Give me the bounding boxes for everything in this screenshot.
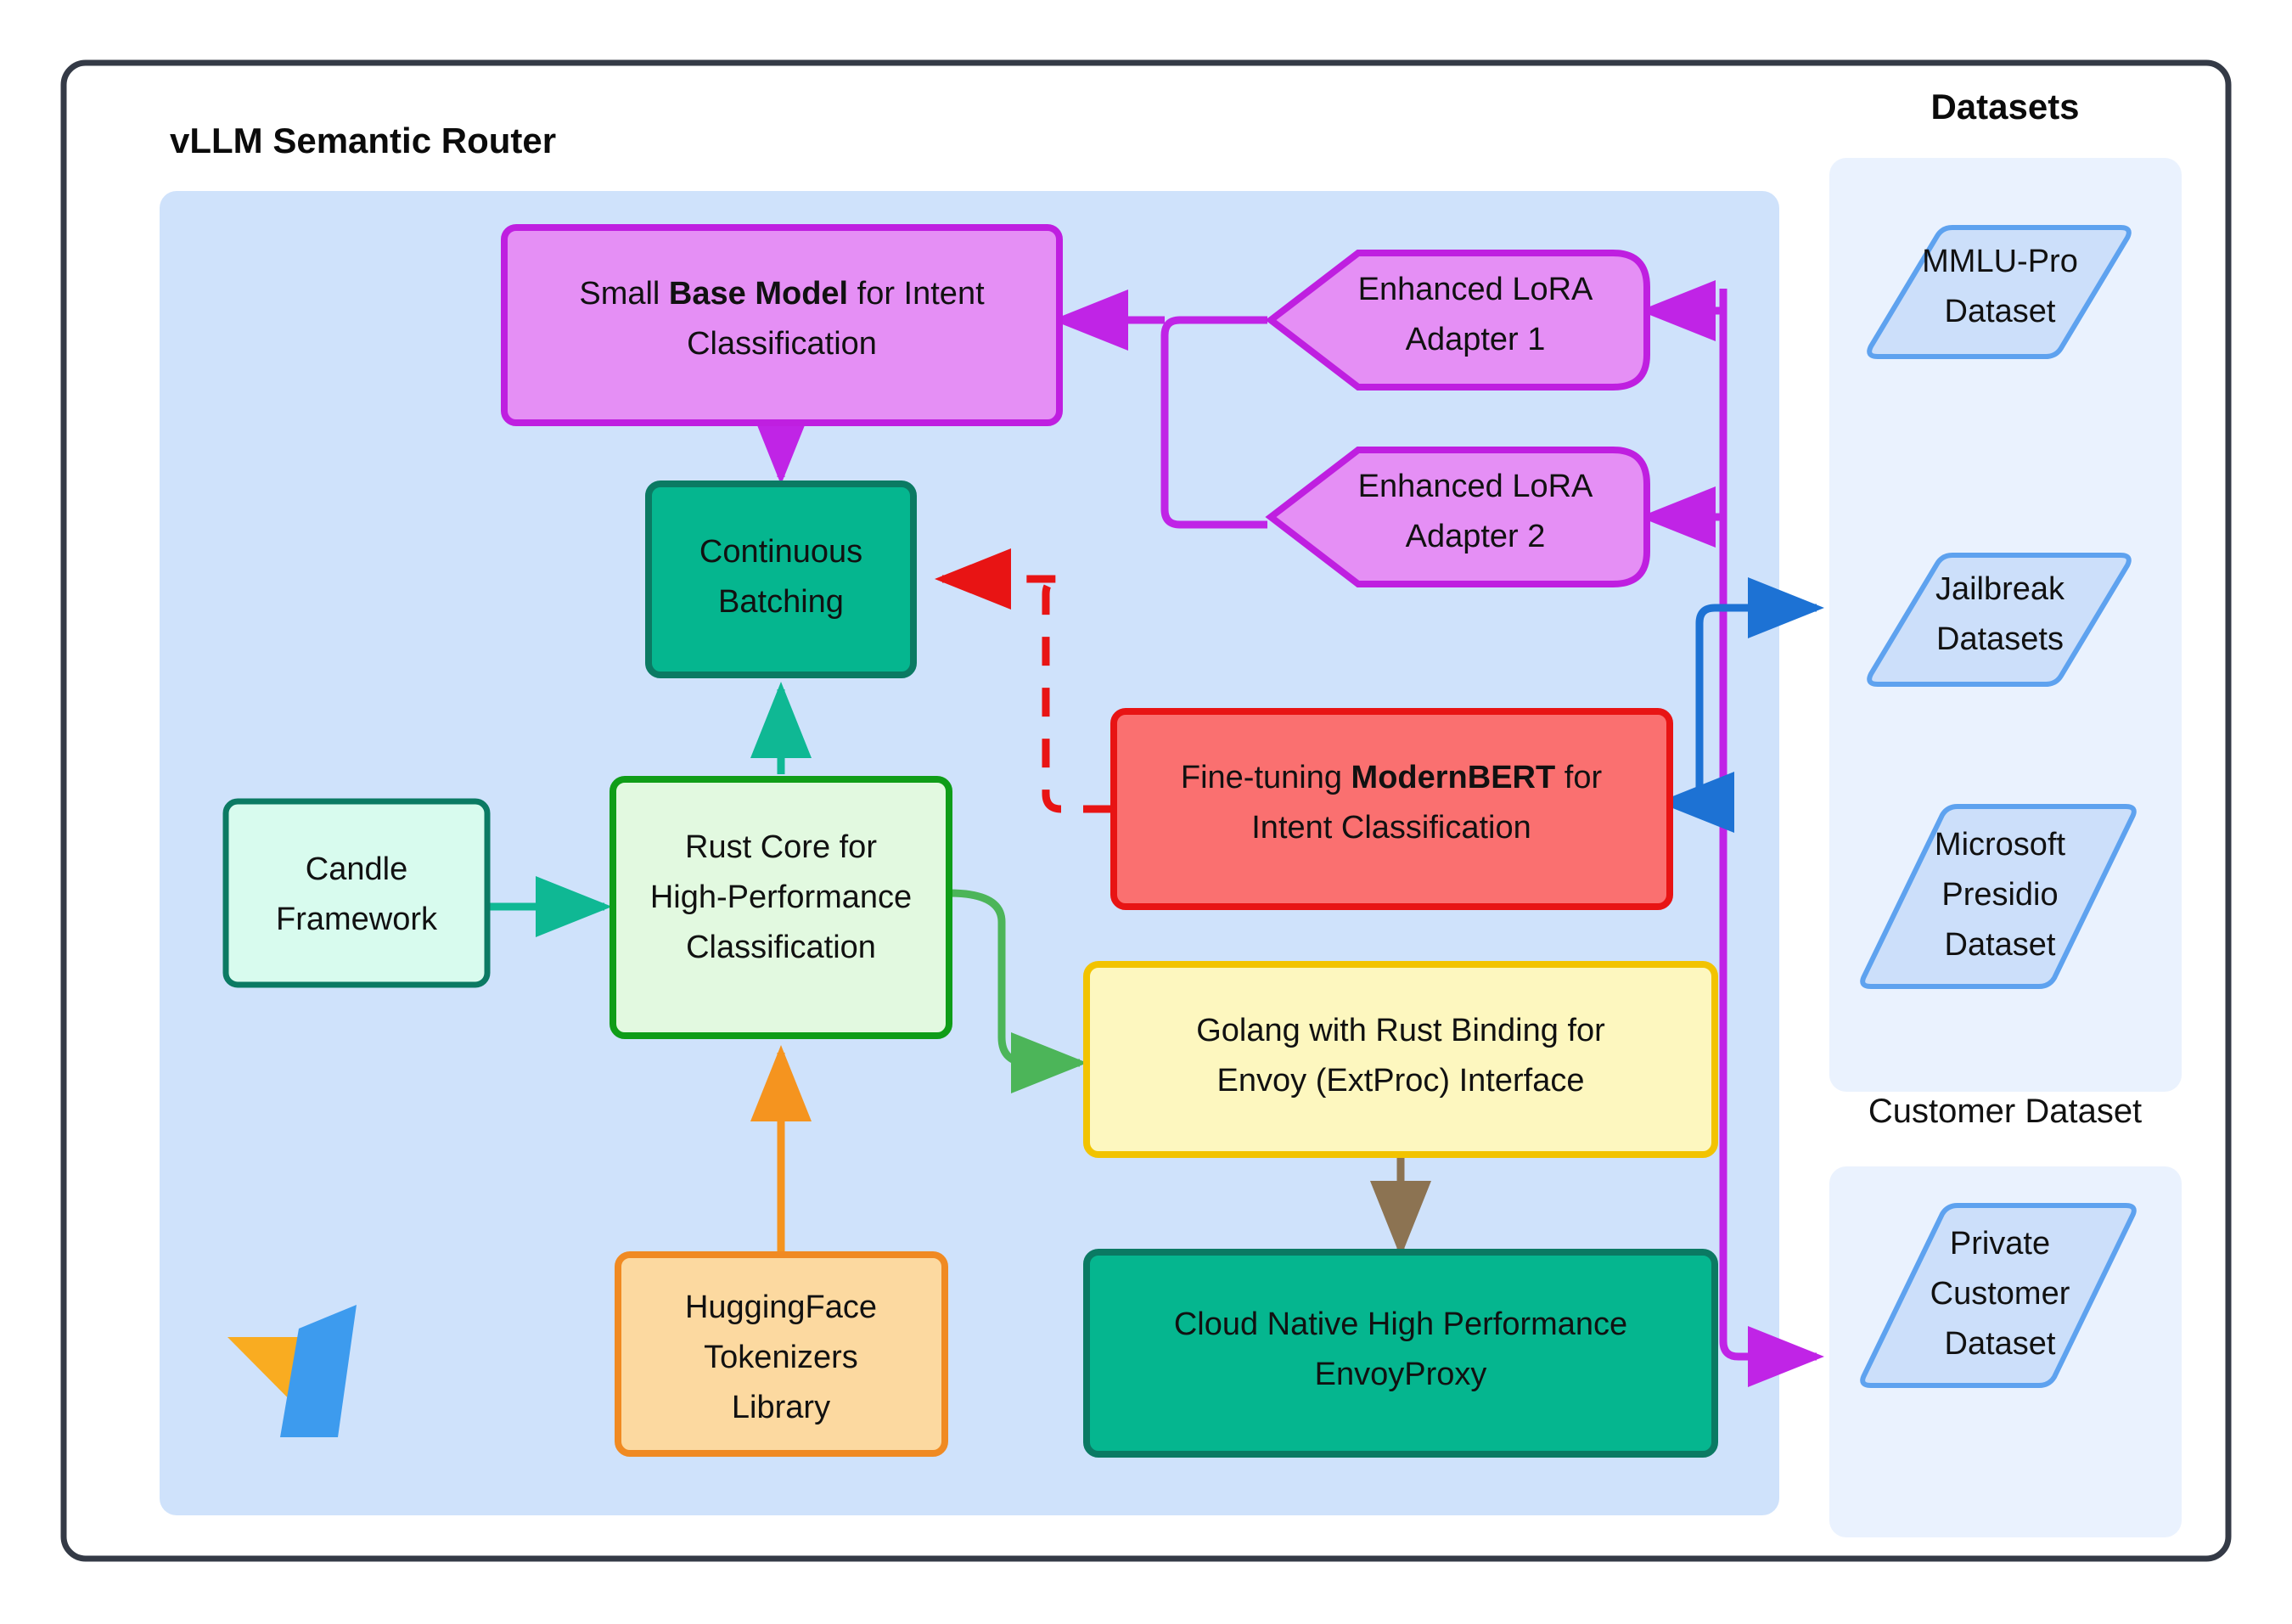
jailbreak-line2: Datasets [1936, 621, 2064, 657]
candle-line1: Candle [306, 851, 407, 887]
envoy-proxy-line2: EnvoyProxy [1315, 1357, 1487, 1392]
node-continuous-batching[interactable]: Continuous Batching [645, 480, 917, 678]
node-rust-core[interactable]: Rust Core for High-Performance Classific… [610, 776, 952, 1039]
edge-lora-to-base [1160, 316, 1267, 529]
node-lora-adapter-1[interactable]: Enhanced LoRA Adapter 1 [1265, 250, 1650, 391]
modernbert-line2: Intent Classification [1251, 810, 1531, 846]
node-candle-framework[interactable]: Candle Framework [222, 798, 491, 988]
dataset-presidio[interactable]: Microsoft Presidio Dataset [1860, 804, 2137, 989]
node-lora-adapter-2[interactable]: Enhanced LoRA Adapter 2 [1265, 447, 1650, 587]
modernbert-label-a: Fine-tuning [1181, 760, 1351, 795]
golang-line2: Envoy (ExtProc) Interface [1217, 1063, 1585, 1099]
presidio-line1: Microsoft [1935, 827, 2066, 863]
rust-core-line2: High-Performance [650, 879, 912, 915]
base-model-label-c: for Intent [848, 276, 985, 312]
node-huggingface-tokenizers[interactable]: HuggingFace Tokenizers Library [615, 1251, 948, 1457]
jailbreak-line1: Jailbreak [1935, 571, 2065, 607]
rust-core-line3: Classification [686, 930, 876, 965]
node-golang-envoy[interactable]: Golang with Rust Binding for Envoy (ExtP… [1083, 961, 1718, 1158]
golang-line1: Golang with Rust Binding for [1196, 1013, 1605, 1048]
private-customer-line3: Dataset [1945, 1326, 2056, 1362]
huggingface-line1: HuggingFace [685, 1290, 877, 1325]
base-model-line2: Classification [687, 326, 877, 362]
node-base-model[interactable]: Small Base Model for Intent Classificati… [501, 224, 1063, 426]
edge-blue-to-modernbert [1658, 604, 1734, 833]
svg-text:Small Base Model for Intent: Small Base Model for Intent [579, 276, 985, 312]
dataset-jailbreak[interactable]: Jailbreak Datasets [1867, 553, 2132, 687]
svg-text:Fine-tuning ModernBERT for: Fine-tuning ModernBERT for [1181, 760, 1603, 795]
page-title: vLLM Semantic Router [170, 121, 556, 160]
node-modernbert[interactable]: Fine-tuning ModernBERT for Intent Classi… [1110, 708, 1673, 910]
modernbert-label-b: ModernBERT [1351, 760, 1556, 795]
mmlu-pro-line2: Dataset [1945, 294, 2056, 329]
rust-core-line1: Rust Core for [685, 829, 877, 865]
continuous-batching-line1: Continuous [699, 534, 862, 570]
candle-line2: Framework [276, 902, 438, 937]
datasets-title: Datasets [1930, 87, 2079, 126]
edge-rustcore-to-golang [948, 889, 1087, 1093]
dataset-mmlu-pro[interactable]: MMLU-Pro Dataset [1867, 225, 2132, 359]
presidio-line2: Presidio [1941, 877, 2058, 913]
lora-2-line1: Enhanced LoRA [1358, 469, 1593, 504]
customer-dataset-title: Customer Dataset [1868, 1093, 2142, 1130]
node-envoy-proxy[interactable]: Cloud Native High Performance EnvoyProxy [1083, 1249, 1718, 1458]
edge-modernbert-to-batching [935, 548, 1112, 813]
huggingface-line2: Tokenizers [704, 1340, 858, 1375]
presidio-line3: Dataset [1945, 927, 2056, 963]
base-model-label-a: Small [579, 276, 669, 312]
envoy-proxy-line1: Cloud Native High Performance [1174, 1307, 1627, 1342]
edge-rightbus-vertical [1719, 289, 1824, 1387]
private-customer-line1: Private [1950, 1226, 2050, 1262]
continuous-batching-line2: Batching [718, 584, 844, 620]
lora-1-line1: Enhanced LoRA [1358, 272, 1593, 307]
lora-1-line2: Adapter 1 [1406, 322, 1546, 357]
dataset-private-customer[interactable]: Private Customer Dataset [1860, 1203, 2137, 1388]
base-model-label-b: Base Model [669, 276, 848, 312]
modernbert-label-c: for [1555, 760, 1602, 795]
vllm-logo-icon [228, 1305, 357, 1437]
mmlu-pro-line1: MMLU-Pro [1922, 244, 2078, 279]
lora-2-line2: Adapter 2 [1406, 519, 1546, 554]
huggingface-line3: Library [732, 1390, 830, 1425]
private-customer-line2: Customer [1930, 1276, 2070, 1312]
